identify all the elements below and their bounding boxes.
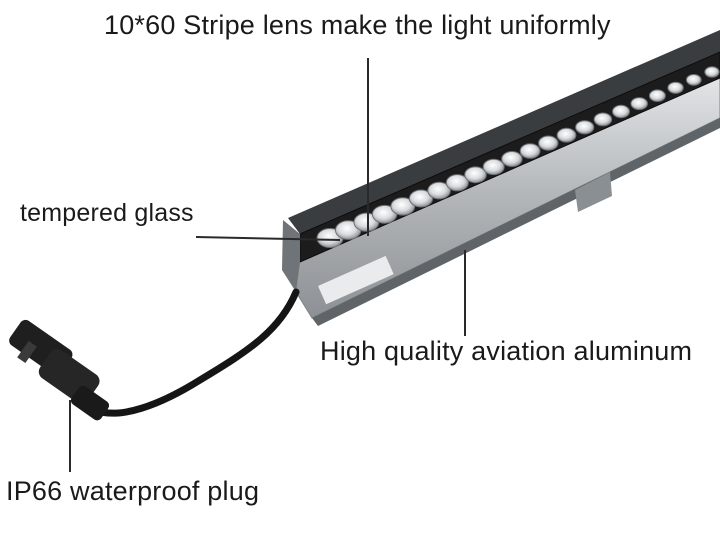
led-lens: [427, 181, 451, 200]
label-plate: [318, 255, 394, 305]
led-lens: [464, 166, 487, 184]
led-lens: [575, 120, 595, 135]
leader-line-glass: [195, 236, 341, 241]
led-lens: [501, 151, 523, 167]
power-cable: [91, 288, 300, 417]
led-lens: [685, 74, 702, 86]
led-lens: [556, 127, 577, 143]
callout-stripe-lens: 10*60 Stripe lens make the light uniform…: [104, 10, 611, 40]
led-lens: [593, 112, 613, 127]
mounting-bracket: [575, 172, 612, 212]
led-lens: [519, 143, 541, 159]
led-lens: [445, 174, 469, 192]
led-lens: [630, 97, 649, 111]
top-cover: [288, 30, 720, 234]
led-lens: [538, 135, 559, 151]
led-lens: [482, 158, 505, 176]
callout-aviation-aluminum: High quality aviation aluminum: [320, 336, 693, 366]
end-cap: [282, 220, 300, 292]
led-lens: [667, 81, 684, 94]
housing-flange: [312, 118, 720, 326]
callout-waterproof-plug: IP66 waterproof plug: [6, 476, 260, 506]
led-lens-row: [316, 66, 720, 248]
led-lens: [612, 104, 630, 119]
led-lens: [390, 197, 416, 216]
callout-tempered-glass: tempered glass: [20, 199, 194, 227]
led-lens: [704, 66, 720, 78]
led-lens: [648, 89, 666, 102]
led-lens: [408, 189, 434, 208]
waterproof-plug: [9, 319, 110, 421]
